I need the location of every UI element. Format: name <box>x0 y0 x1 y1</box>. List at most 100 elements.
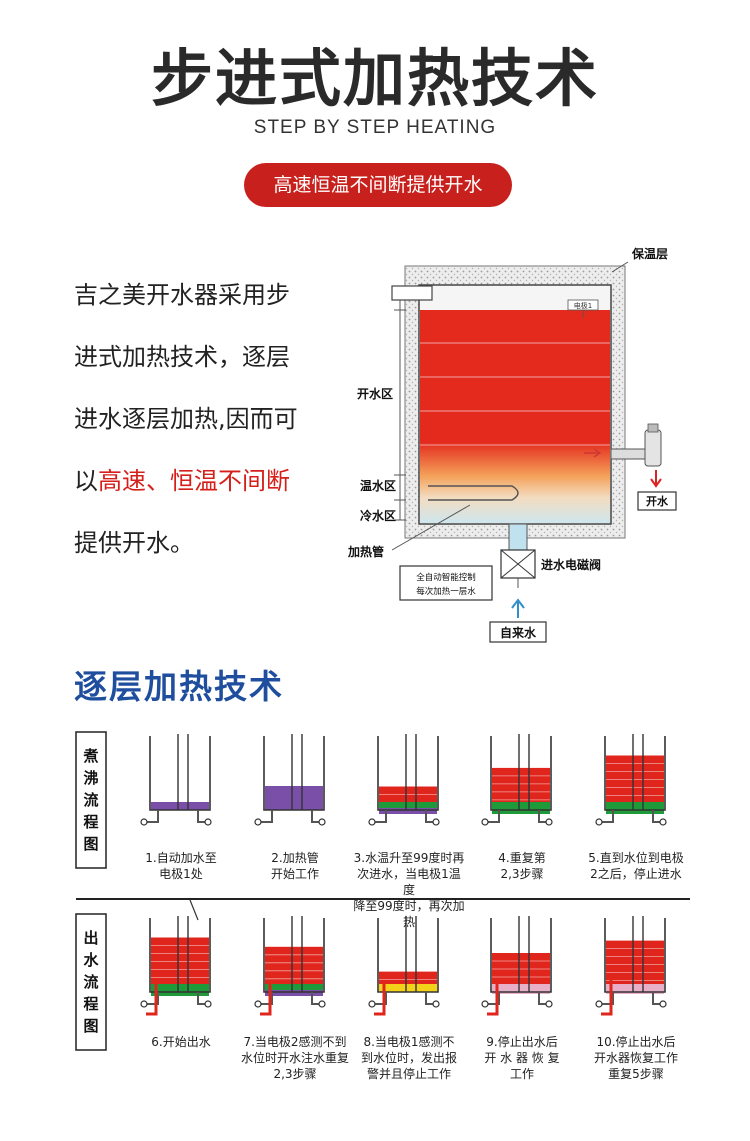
boil-process-label: 煮沸流程图 <box>83 747 99 853</box>
boil-step-4-tank <box>490 736 552 811</box>
heater-label: 加热管 <box>347 544 384 559</box>
outlet-step-1-valve-left <box>140 1000 148 1008</box>
outlet-step-3-valve-left <box>368 1000 376 1008</box>
outlet-step-1-probe <box>189 899 199 921</box>
heater-coil <box>428 485 519 501</box>
outlet-label: 开水 <box>646 494 669 508</box>
boil-step-3-valve-left <box>368 818 376 826</box>
boil-step-5-line2: 2之后，停止进水 <box>590 867 682 881</box>
outlet-step-5-tank <box>604 918 666 993</box>
page-subtitle: STEP BY STEP HEATING <box>253 117 497 138</box>
boil-step-2-caption: 2.加热管开始工作 <box>238 850 352 882</box>
tap-water-label: 自来水 <box>500 625 537 640</box>
outlet-step-2-tank <box>263 918 325 993</box>
boil-step-5-valve-right <box>659 818 667 826</box>
outlet-step-5-water <box>606 940 664 984</box>
boil-step-3-line2: 次进水，当电极1温度 <box>357 867 461 897</box>
outlet-step-4-outlet-pipe <box>487 980 499 1016</box>
tap-water-box <box>489 621 547 643</box>
outlet-step-5-valve-left <box>595 1000 603 1008</box>
outlet-step-5-pipe-left <box>599 992 614 1005</box>
boil-step-1-purple-band <box>151 802 209 810</box>
zone-brackets <box>394 300 406 521</box>
outlet-step-2-green-band <box>265 984 323 990</box>
outlet-step-3-valve-right <box>432 1000 440 1008</box>
boil-step-3-caption: 3.水温升至99度时再次进水，当电极1温度降至99度时，再次加热 <box>352 850 466 930</box>
intro-line-4: 以高速、恒温不间断 <box>74 450 344 512</box>
boil-step-5-pipe-left <box>599 810 614 823</box>
boil-step-2-line1: 2.加热管 <box>271 851 319 865</box>
outlet-step-4-caption: 9.停止出水后开 水 器 恢 复工作 <box>465 1034 579 1082</box>
boil-step-2-purple-band <box>265 786 323 810</box>
control-line-2: 每次加热一层水 <box>416 586 476 597</box>
control-box <box>399 565 493 601</box>
feature-badge: 高速恒温不间断提供开水 <box>244 163 512 207</box>
boil-step-5-caption: 5.直到水位到电极 2之后，停止进水 <box>579 850 693 882</box>
boil-step-5-water <box>606 755 664 802</box>
outlet-step-4-water <box>492 953 550 984</box>
outlet-step-5-valve-right <box>659 1000 667 1008</box>
outlet-step-4-pink-band <box>492 984 550 994</box>
boil-step-3-pipe-left <box>372 810 387 823</box>
intro-text: 吉之美开水器采用步 进式加热技术，逐层 进水逐层加热,因而可 以高速、恒温不间断… <box>74 264 344 574</box>
valve-label: 进水电磁阀 <box>541 557 601 572</box>
outlet-step-4-line3: 工作 <box>509 1067 534 1081</box>
outlet-step-2-pipe-left <box>258 992 273 1005</box>
boil-zone-label: 开水区 <box>357 386 393 401</box>
electrode-tag: 电极1 <box>574 301 592 310</box>
outlet-step-2-purple-band <box>265 990 323 996</box>
outlet-step-1-valve-right <box>204 1000 212 1008</box>
intro-line-3: 进水逐层加热,因而可 <box>74 405 298 433</box>
outlet-step-3-caption: 8.当电极1感测不到水位时，发出报警并且停止工作 <box>352 1034 466 1082</box>
section-title: 逐层加热技术 <box>74 667 284 706</box>
tap-water-arrow <box>511 598 525 618</box>
boil-step-4-valve-left <box>481 818 489 826</box>
outlet-step-5-pink-band <box>606 984 664 994</box>
outlet-step-4-tank <box>490 918 552 993</box>
intro-line-5: 提供开水。 <box>74 529 194 557</box>
outlet-step-3-line2: 到水位时，发出报 <box>360 1051 457 1065</box>
layer-lines <box>420 342 610 446</box>
boil-step-2-line2: 开始工作 <box>270 867 319 881</box>
boil-step-2-tank <box>263 736 325 811</box>
intro-highlight: 高速、恒温不间断 <box>98 467 290 495</box>
boil-step-4-line1: 4.重复第 <box>498 851 546 865</box>
boil-step-4-water <box>492 767 550 802</box>
outlet-step-1-outlet-pipe <box>146 980 158 1016</box>
cold-zone-label: 冷水区 <box>360 508 396 523</box>
outlet-step-4-line1: 9.停止出水后 <box>486 1035 558 1049</box>
outlet-step-1-line1: 6.开始出水 <box>151 1035 211 1049</box>
boil-step-5-line1: 5.直到水位到电极 <box>588 851 684 865</box>
inner-flow-arrow <box>584 448 602 458</box>
outlet-step-5-caption: 10.停止出水后开水器恢复工作重复5步骤 <box>579 1034 693 1082</box>
outlet-step-1-water <box>151 937 209 984</box>
outlet-box <box>637 491 677 511</box>
outlet-step-3-pipe-left <box>372 992 387 1005</box>
page-title: 步进式加热技术 <box>150 42 599 115</box>
outlet-step-3-yellow-band <box>379 984 437 992</box>
outlet-step-4-pipe-left <box>485 992 500 1005</box>
boil-step-3-purple-band <box>379 808 437 814</box>
boil-step-1-pipe-left <box>144 810 159 823</box>
boil-step-5-tank <box>604 736 666 811</box>
outlet-step-4-valve-left <box>481 1000 489 1008</box>
boil-step-5-valve-left <box>595 818 603 826</box>
boiler-diagram: 电极1 开水区 温水区 冷水区 保温层 加热管 全自动智能控制 每次加热一层水 … <box>347 246 677 643</box>
outlet-step-2-valve-right <box>318 1000 326 1008</box>
boil-step-4-valve-right <box>545 818 553 826</box>
control-line-1: 全自动智能控制 <box>416 572 476 583</box>
boil-step-2-valve-left <box>254 818 262 826</box>
outlet-step-4-line2: 开 水 器 恢 复 <box>484 1051 560 1065</box>
outlet-step-1-caption: 6.开始出水 <box>124 1034 238 1050</box>
outlet-step-4-valve-right <box>545 1000 553 1008</box>
boil-step-1-valve-right <box>204 818 212 826</box>
insulation-label: 保温层 <box>631 246 668 261</box>
boil-step-3-valve-right <box>432 818 440 826</box>
outlet-step-1-tank <box>149 918 211 993</box>
outlet-arrow <box>650 470 662 488</box>
outlet-step-3-tank <box>377 918 439 993</box>
top-pipe <box>391 285 433 301</box>
